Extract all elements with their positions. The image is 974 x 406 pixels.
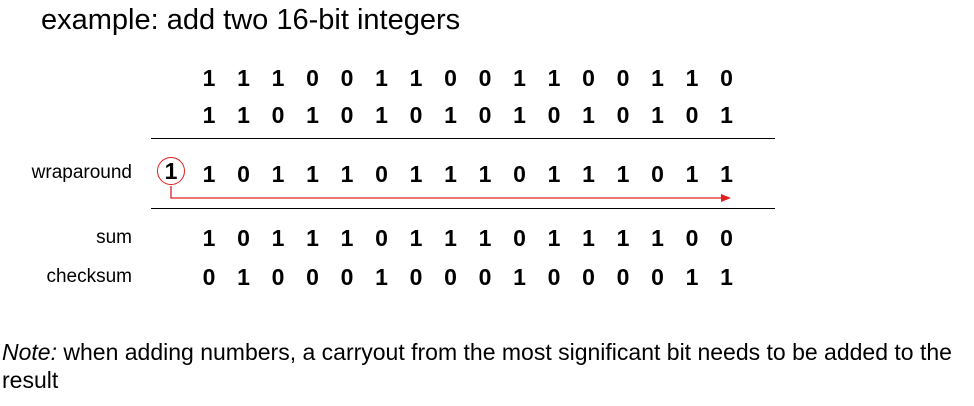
- operand-a-bit: 0: [306, 65, 319, 91]
- note-text: Note: when adding numbers, a carryout fr…: [2, 338, 974, 394]
- wraparound-bit: 1: [271, 161, 285, 187]
- wraparound-bit: 1: [685, 161, 699, 187]
- operand-a-bit: 1: [237, 65, 250, 91]
- wraparound-arrow-line: [170, 186, 722, 199]
- sum-bit: 1: [409, 225, 423, 251]
- operand-b-bit: 1: [237, 102, 250, 128]
- wraparound-bit: 1: [409, 161, 423, 187]
- sum-bit: 1: [616, 225, 630, 251]
- wraparound-bit: 1: [306, 161, 319, 187]
- sum-bit: 1: [444, 225, 457, 251]
- checksum-bit: 0: [271, 264, 285, 290]
- wraparound-bit: 0: [513, 161, 526, 187]
- wraparound-bit: 1: [444, 161, 457, 187]
- wraparound-bit: 1: [547, 161, 561, 187]
- wraparound-bit: 1: [720, 161, 733, 187]
- operand-a-bit: 1: [375, 65, 388, 91]
- sum-bit: 1: [651, 225, 664, 251]
- sum-bit: 0: [685, 225, 699, 251]
- checksum-bit: 0: [306, 264, 319, 290]
- sum-bit: 1: [582, 225, 595, 251]
- operand-b-bit: 0: [409, 102, 423, 128]
- checksum-bit: 1: [685, 264, 699, 290]
- operand-b-bit: 0: [478, 102, 492, 128]
- carry-out-highlight-circle: [157, 157, 185, 185]
- wraparound-bit: 1: [202, 161, 216, 187]
- operand-a-bit: 0: [720, 65, 733, 91]
- operand-b-bit: 1: [444, 102, 457, 128]
- sum-bit: 0: [720, 225, 733, 251]
- operand-b-bit: 1: [582, 102, 595, 128]
- operand-b-bit: 1: [375, 102, 388, 128]
- page-title: example: add two 16-bit integers: [41, 4, 461, 36]
- checksum-bit: 0: [202, 264, 216, 290]
- wraparound-bit: 0: [375, 161, 388, 187]
- wraparound-bit: 1: [582, 161, 595, 187]
- wraparound-bit: 1: [340, 161, 354, 187]
- operand-b-bit: 0: [616, 102, 630, 128]
- operand-b-bit: 1: [720, 102, 733, 128]
- sum-bit: 1: [340, 225, 354, 251]
- operand-b-bit: 0: [685, 102, 699, 128]
- checksum-bit: 0: [478, 264, 492, 290]
- wraparound-arrow-head: [721, 194, 731, 202]
- operand-a-bit: 1: [202, 65, 216, 91]
- checksum-bit: 0: [409, 264, 423, 290]
- sum-bit: 1: [547, 225, 561, 251]
- wraparound-label: wraparound: [31, 162, 132, 183]
- checksum-bit: 1: [720, 264, 733, 290]
- operand-a-bit: 1: [547, 65, 561, 91]
- sum-label: sum: [96, 227, 132, 248]
- operand-b-bit: 1: [513, 102, 526, 128]
- sum-bit: 1: [478, 225, 492, 251]
- operand-b-bit: 0: [340, 102, 354, 128]
- sum-rule-line: [151, 208, 775, 209]
- sum-bit: 1: [306, 225, 319, 251]
- wraparound-bit: 0: [651, 161, 664, 187]
- operand-a-bit: 1: [409, 65, 423, 91]
- carry-out-bit: 1: [164, 158, 178, 184]
- operand-a-bit: 0: [444, 65, 457, 91]
- checksum-bit: 0: [582, 264, 595, 290]
- operand-a-bit: 1: [271, 65, 285, 91]
- wraparound-bit: 1: [616, 161, 630, 187]
- operand-a-bit: 0: [582, 65, 595, 91]
- checksum-bit: 0: [547, 264, 561, 290]
- checksum-bit: 0: [340, 264, 354, 290]
- operand-b-bit: 1: [202, 102, 216, 128]
- operand-a-bit: 0: [616, 65, 630, 91]
- sum-bit: 0: [237, 225, 250, 251]
- operand-b-bit: 1: [651, 102, 664, 128]
- sum-bit: 1: [202, 225, 216, 251]
- operand-a-bit: 1: [651, 65, 664, 91]
- checksum-bit: 0: [444, 264, 457, 290]
- operand-a-bit: 1: [513, 65, 526, 91]
- checksum-bit: 1: [375, 264, 388, 290]
- checksum-label: checksum: [46, 266, 132, 287]
- checksum-bit: 1: [513, 264, 526, 290]
- operand-a-bit: 1: [685, 65, 699, 91]
- note-lead: Note:: [2, 339, 57, 365]
- sum-bit: 0: [375, 225, 388, 251]
- sum-bit: 0: [513, 225, 526, 251]
- checksum-bit: 0: [651, 264, 664, 290]
- operand-a-bit: 0: [340, 65, 354, 91]
- operand-b-bit: 0: [547, 102, 561, 128]
- operand-b-bit: 1: [306, 102, 319, 128]
- wraparound-bit: 1: [478, 161, 492, 187]
- sum-bit: 1: [271, 225, 285, 251]
- operand-b-bit: 0: [271, 102, 285, 128]
- note-body: when adding numbers, a carryout from the…: [2, 339, 952, 393]
- wraparound-bit: 0: [237, 161, 250, 187]
- operand-a-bit: 0: [478, 65, 492, 91]
- addition-rule-line: [151, 138, 775, 139]
- checksum-bit: 1: [237, 264, 250, 290]
- checksum-bit: 0: [616, 264, 630, 290]
